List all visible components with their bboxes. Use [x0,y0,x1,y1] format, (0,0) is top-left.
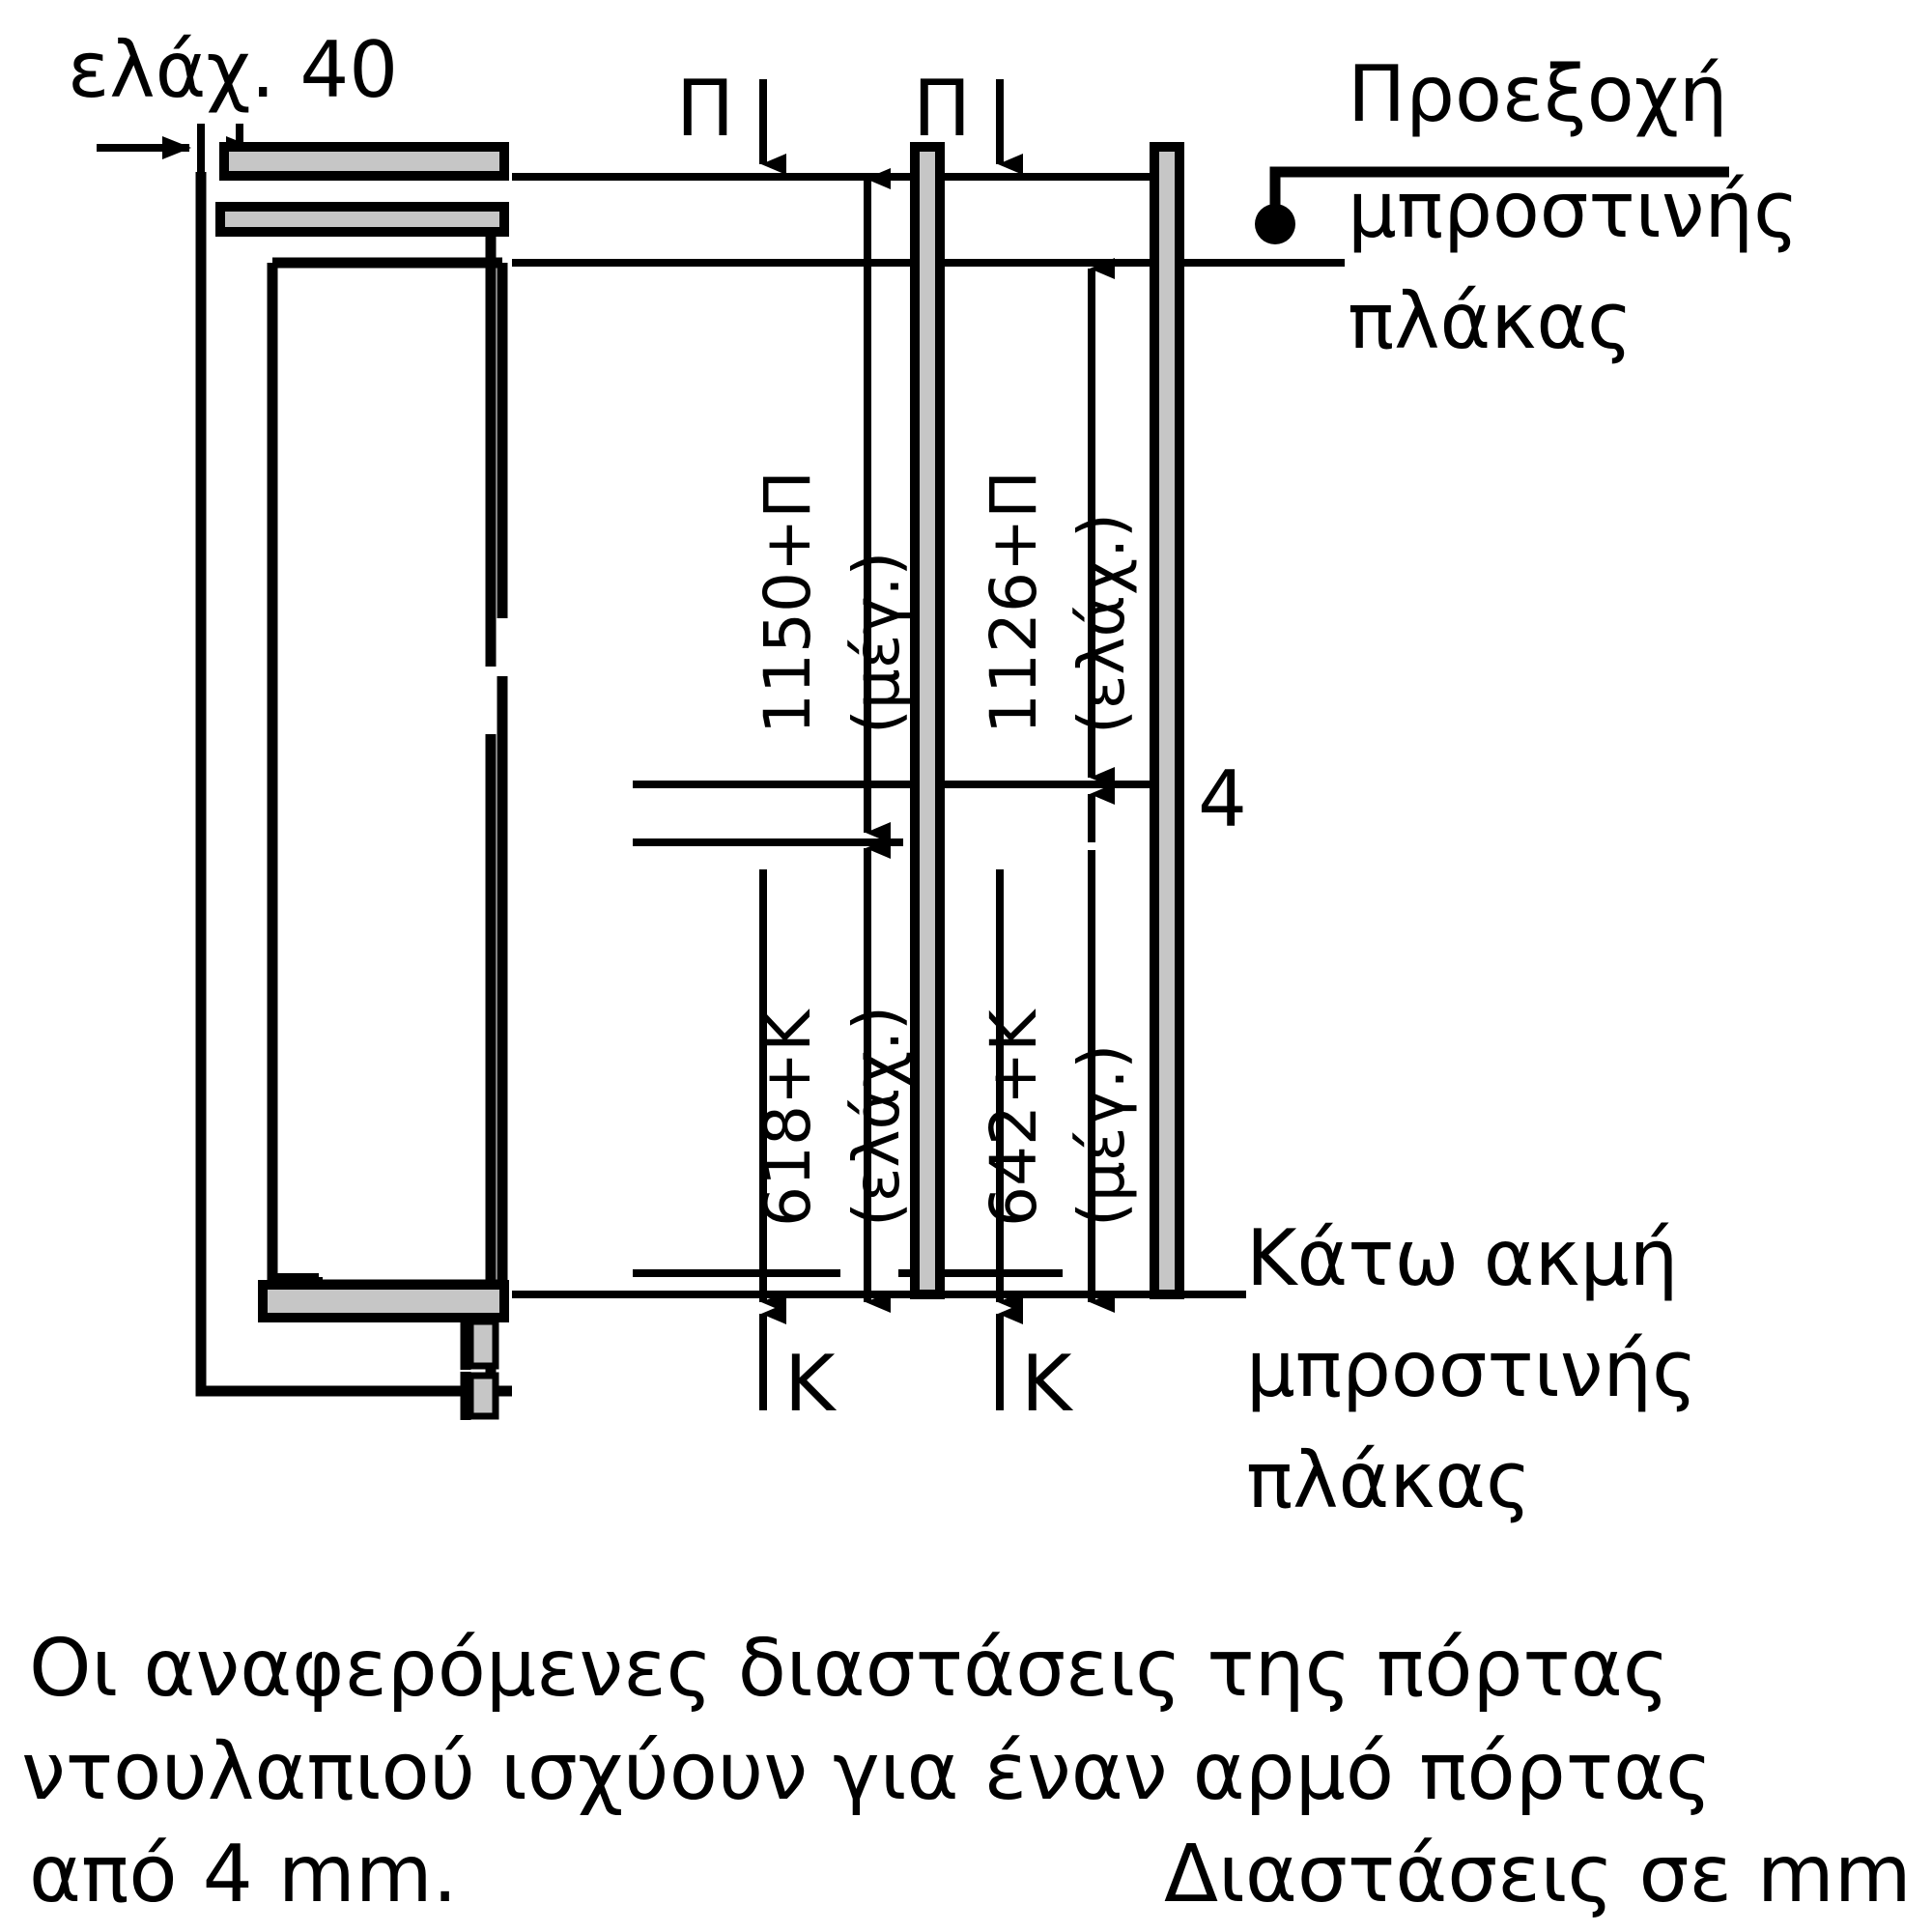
callout-bottom-line3: πλάκας [1246,1435,1531,1525]
caption-line-1: Οι αναφερόμενες διαστάσεις της πόρτας [29,1623,1669,1715]
front-plate-bar-right [1150,142,1184,1299]
cabinet-outer-wall [195,172,512,1397]
gap-value-label: 4 [1198,754,1247,844]
bottom-front-panel [258,1280,509,1322]
pi-markers-top [759,79,1023,175]
cabinet-cross-section [195,142,512,1420]
callout-bottom-line2: μπροστινής [1246,1324,1697,1414]
foot-upper [467,1318,499,1370]
dim-1150-value: 1150+Π [751,470,825,734]
top-front-panel-b [219,142,509,181]
caption-line-2: ντουλαπιού ισχύουν για έναν αρμό πόρτας [21,1726,1712,1818]
foot-lower [467,1372,499,1420]
caption-units: Διαστάσεις σε mm [1164,1829,1912,1920]
pi-label-right: Π [913,64,971,154]
k-markers-bottom [759,1303,1023,1410]
clearance-label: ελάχ. 40 [68,25,398,115]
pi-label-left: Π [676,64,734,154]
secondary-dimension-lines [759,869,1023,1313]
dim-642-value: 642+K [977,1009,1051,1227]
dim-642-qualifier: (μέγ.) [1065,1044,1139,1227]
callout-top-line3: πλάκας [1348,276,1633,366]
callout-top-line1: Προεξοχή [1348,49,1728,139]
dim-618-value: 618+K [751,1009,825,1227]
k-label-right: K [1021,1339,1074,1429]
dim-618-qualifier: (ελάχ.) [839,1006,914,1227]
callout-top-line2: μπροστινής [1348,165,1799,255]
top-second-strip [215,202,509,237]
k-label-left: K [784,1339,838,1429]
front-plate-bars [910,142,1184,1299]
callout-bottom-line1: Κάτω ακμή [1246,1213,1678,1303]
caption-line-3: από 4 mm. [29,1829,458,1920]
callout-leader-top [1255,166,1729,244]
dim-1150-qualifier: (μέγ.) [839,552,914,734]
carcass-left-wall [267,263,502,1291]
callout-leader-line-top [1269,166,1729,224]
dim-1126-qualifier: (ελάχ.) [1065,513,1139,734]
dim-1126-value: 1126+Π [977,470,1051,734]
front-plate-bar-left [910,142,945,1299]
